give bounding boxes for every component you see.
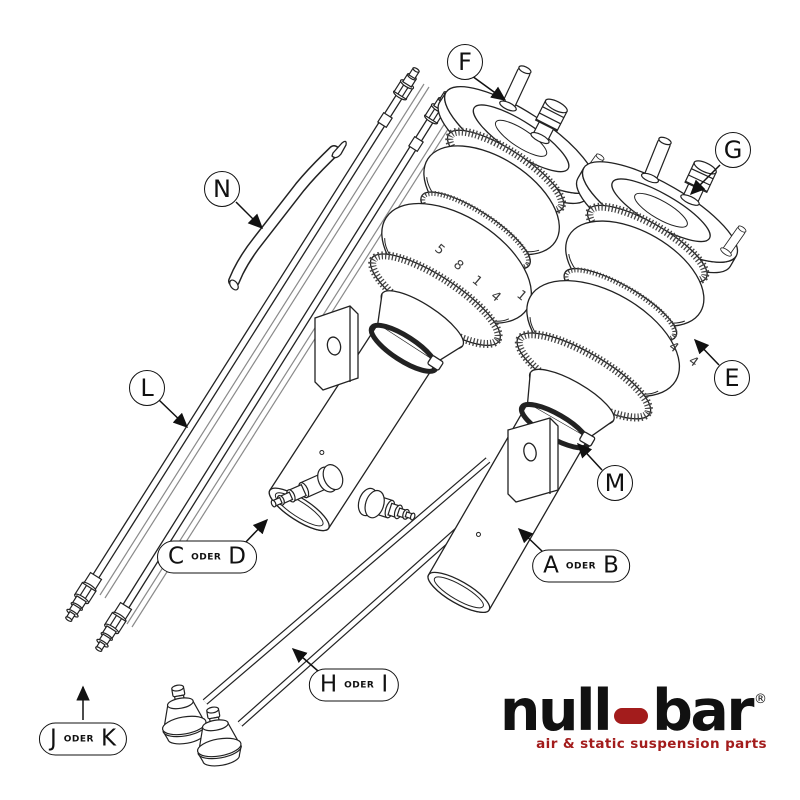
callout-l: L [129,370,165,406]
callout-conjunction: ODER [63,734,94,745]
callout-letter: B [603,552,619,579]
hook-wrench [228,140,347,291]
registered-trademark-icon: ® [754,691,767,707]
air-lines [60,64,458,656]
arrow-a-or-b [517,527,545,554]
callout-f: F [447,44,483,80]
arrow-m [576,442,603,471]
callout-letter: D [228,543,246,570]
threaded-valve [677,157,719,209]
callout-letter: J [49,725,57,752]
hose-bottom-fitting [60,571,104,626]
right-strut-bracket [507,417,559,503]
logo-tagline: air & static suspension parts [536,736,767,752]
left-air-strut: 5 8 1 4 1 4 [206,62,617,563]
callout-n: N [204,171,240,207]
left-strut-bracket [314,305,359,391]
callout-letter: H [319,671,338,698]
loose-fitting [357,487,416,521]
arrow-h-or-i [291,648,319,672]
callout-m: M [597,465,633,501]
logo-hyphen-mark [614,708,649,724]
callout-conjunction: ODER [344,680,375,691]
left-strut-fitting [270,464,344,508]
logo-word-part1: null [499,678,613,744]
callout-conjunction: ODER [191,552,222,563]
arrow-g [689,164,721,196]
callout-conjunction: ODER [565,561,597,572]
callout-c-or-d: C ODER D [157,540,257,574]
arrow-l [158,399,189,429]
callout-e: E [714,360,750,396]
callout-letter: A [543,552,559,579]
callout-letter: K [100,725,117,752]
hose-top-fitting [391,64,424,103]
callout-h-or-i: H ODER I [308,668,400,702]
callout-letter: C [168,543,185,570]
hose-bottom-fitting [90,601,134,656]
arrow-n [235,201,264,230]
arrow-f [471,75,507,101]
air-valve [639,134,676,186]
callout-j-or-k: J ODER K [38,722,128,756]
callout-g: G [715,132,751,168]
callout-letter: I [381,671,389,698]
arrow-e [693,338,720,366]
logo-word-part2: bar [652,678,754,744]
callout-a-or-b: A ODER B [532,549,630,583]
hose-tubes [92,94,434,609]
